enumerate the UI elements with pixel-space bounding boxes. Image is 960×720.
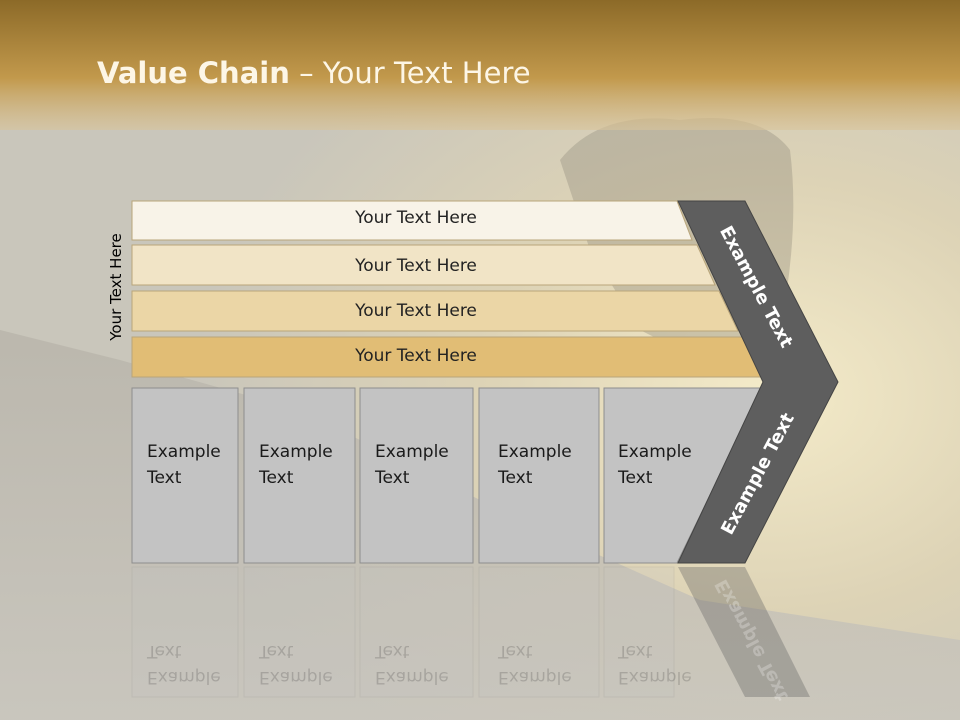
box-1-line1: Example — [147, 442, 221, 462]
box-5-line1: Example — [618, 442, 692, 462]
row-3-text: Your Text Here — [355, 301, 477, 321]
chevron-arrow[interactable] — [677, 200, 839, 564]
box-3-reflection-line1: Example — [375, 667, 449, 687]
box-1-line2: Text — [147, 468, 182, 488]
box-5-reflection-text: Example Text — [618, 638, 692, 690]
title-rest: – Your Text Here — [289, 56, 531, 90]
box-4-line1: Example — [498, 442, 572, 462]
box-5-reflection — [603, 566, 675, 698]
row-1-text: Your Text Here — [355, 208, 477, 228]
box-4-reflection-text: Example Text — [498, 638, 572, 690]
box-3-reflection — [359, 566, 474, 698]
box-1-reflection-line1: Example — [147, 667, 221, 687]
box-5-shape[interactable] — [603, 387, 763, 564]
box-4-line2: Text — [498, 468, 533, 488]
box-3-shape[interactable] — [359, 387, 474, 564]
chevron-reflection — [678, 567, 810, 697]
box-2-reflection — [243, 566, 356, 698]
box-5-reflection-line1: Example — [618, 667, 692, 687]
box-2-reflection-text: Example Text — [259, 638, 333, 690]
box-1-reflection-line2: Text — [147, 641, 182, 661]
box-1-shape[interactable] — [131, 387, 239, 564]
box-1-text: Example Text — [147, 439, 221, 491]
box-2-line2: Text — [259, 468, 294, 488]
box-4-text: Example Text — [498, 439, 572, 491]
box-3-text: Example Text — [375, 439, 449, 491]
box-2-reflection-line1: Example — [259, 667, 333, 687]
box-1-reflection-text: Example Text — [147, 638, 221, 690]
page-title: Value Chain – Your Text Here — [97, 56, 531, 90]
row-2-text: Your Text Here — [355, 256, 477, 276]
box-3-reflection-line2: Text — [375, 641, 410, 661]
box-3-reflection-text: Example Text — [375, 638, 449, 690]
box-4-reflection — [478, 566, 600, 698]
row-1-shape[interactable] — [131, 200, 693, 241]
box-2-reflection-line2: Text — [259, 641, 294, 661]
title-bold: Value Chain — [97, 56, 290, 90]
row-2-shape[interactable] — [131, 244, 716, 286]
box-4-reflection-line1: Example — [498, 667, 572, 687]
box-3-line2: Text — [375, 468, 410, 488]
row-4-text: Your Text Here — [355, 346, 477, 366]
box-4-reflection-line2: Text — [498, 641, 533, 661]
box-1-reflection — [131, 566, 239, 698]
box-3-line1: Example — [375, 442, 449, 462]
box-5-text: Example Text — [618, 439, 692, 491]
box-5-reflection-line2: Text — [618, 641, 653, 661]
box-2-text: Example Text — [259, 439, 333, 491]
box-2-line1: Example — [259, 442, 333, 462]
box-4-shape[interactable] — [478, 387, 600, 564]
box-2-shape[interactable] — [243, 387, 356, 564]
box-5-line2: Text — [618, 468, 653, 488]
row-3-shape[interactable] — [131, 290, 739, 332]
